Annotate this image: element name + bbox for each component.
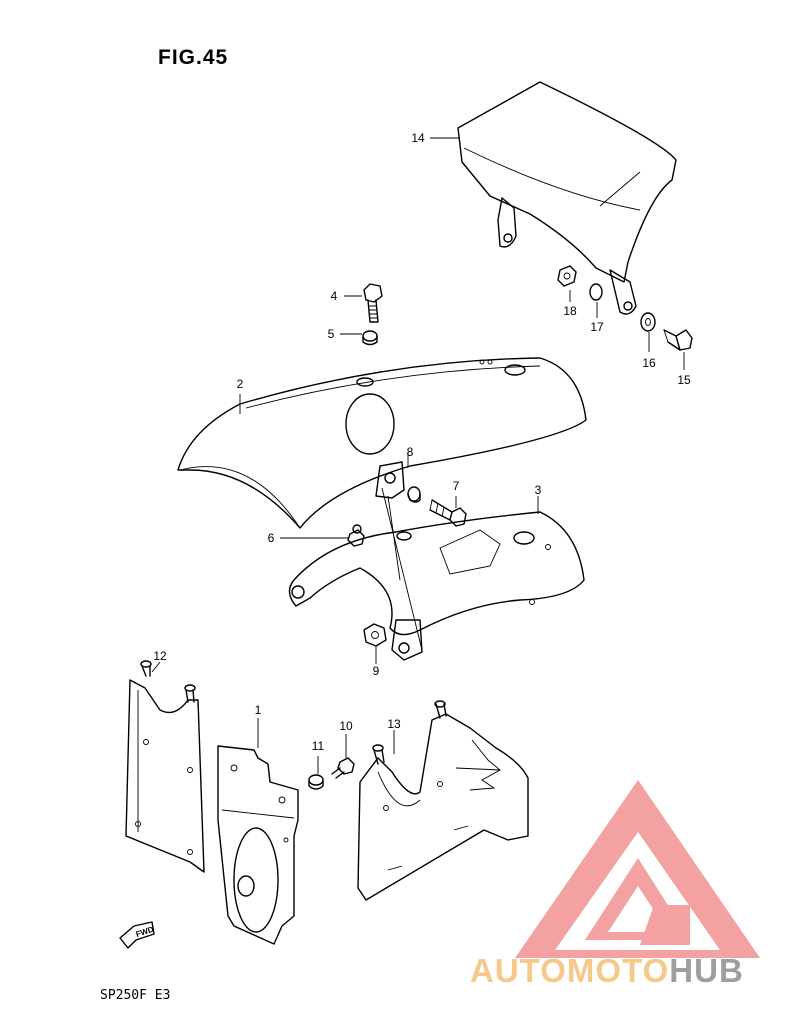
callout-4: 4 — [330, 289, 338, 303]
seat-cowl — [457, 81, 677, 315]
callout-16: 16 — [642, 356, 656, 370]
callout-7: 7 — [452, 479, 460, 493]
inner-mud-flap — [217, 745, 299, 945]
callout-14: 14 — [411, 131, 425, 145]
nut-9 — [363, 623, 387, 647]
callout-15: 15 — [677, 373, 691, 387]
collar-8 — [407, 486, 421, 503]
model-code: SP250F E3 — [100, 988, 171, 1003]
nut-18 — [557, 265, 577, 287]
callout-6: 6 — [267, 531, 275, 545]
bolt-4 — [363, 283, 383, 323]
washer-5 — [362, 330, 378, 346]
forward-arrow-icon: FWD — [119, 921, 155, 949]
callout-8: 8 — [406, 445, 414, 459]
callout-12: 12 — [153, 649, 167, 663]
watermark-text: AUTOMOTOHUB — [470, 952, 744, 990]
bolt-10 — [331, 757, 355, 779]
bolt-15 — [663, 329, 693, 351]
callout-11: 11 — [311, 739, 325, 753]
bolt-7 — [429, 499, 467, 527]
leader-lines — [151, 137, 685, 774]
nut-11 — [308, 774, 324, 790]
fender-bracket — [288, 487, 585, 661]
rear-fender — [177, 357, 587, 534]
callout-9: 9 — [372, 664, 380, 678]
callout-3: 3 — [534, 483, 542, 497]
watermark-part2: HUB — [669, 952, 744, 989]
callout-5: 5 — [327, 327, 335, 341]
mudguard-plate — [125, 660, 205, 873]
nut-6 — [347, 529, 365, 547]
callout-13: 13 — [387, 717, 401, 731]
figure-title: FIG.45 — [158, 46, 229, 69]
license-plate-bracket — [357, 700, 529, 901]
bushing-17 — [589, 283, 603, 301]
callout-18: 18 — [563, 304, 577, 318]
triangle-logo-icon — [515, 780, 760, 958]
callout-17: 17 — [590, 320, 604, 334]
callout-1: 1 — [254, 703, 262, 717]
watermark-part1: AUTOMOTO — [470, 952, 670, 989]
callout-10: 10 — [339, 719, 353, 733]
washer-16 — [640, 312, 656, 332]
callout-2: 2 — [236, 377, 244, 391]
